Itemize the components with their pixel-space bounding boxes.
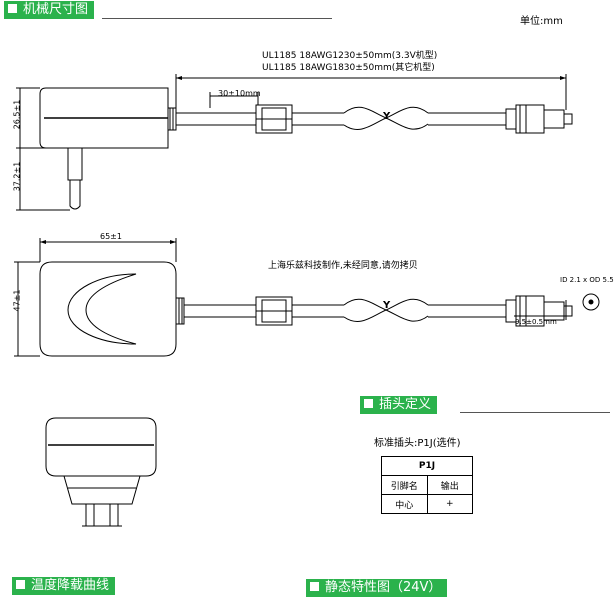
section-title: 静态特性图（24V） bbox=[325, 580, 442, 595]
section-title: 温度降载曲线 bbox=[31, 578, 110, 593]
pin-header-left: 引脚名 bbox=[381, 475, 428, 495]
cable-marker-top: Y bbox=[383, 111, 391, 122]
section-banner-plug-def: 插头定义 bbox=[360, 396, 438, 414]
square-bullet-icon bbox=[8, 4, 17, 13]
unit-label: 单位:mm bbox=[520, 16, 563, 27]
pin-table: P1J 引脚名 输出 中心 + bbox=[381, 456, 473, 514]
dim-plug-length: 9.5±0.5mm bbox=[515, 318, 557, 326]
plug-standard-label: 标准插头:P1J(选件) bbox=[374, 438, 461, 449]
section-banner-derating: 温度降载曲线 bbox=[12, 577, 116, 595]
pin-row-right: + bbox=[426, 494, 473, 514]
section-title: 插头定义 bbox=[379, 397, 432, 412]
cable-spec-1: UL1185 18AWG1230±50mm(3.3V机型) bbox=[262, 51, 438, 61]
square-bullet-icon bbox=[310, 582, 319, 591]
copyright-note: 上海乐兹科技制作,未经同意,请勿拷贝 bbox=[268, 261, 418, 271]
cable-marker-bottom: Y bbox=[383, 300, 391, 311]
plug-body-front bbox=[45, 417, 157, 477]
dim-strain-relief: 30±10mm bbox=[218, 89, 261, 98]
section-banner-dimensions: 机械尺寸图 bbox=[4, 1, 95, 19]
dim-width: 65±1 bbox=[100, 232, 122, 241]
pin-row-left: 中心 bbox=[381, 494, 428, 514]
dim-plug-id-od: ID 2.1 x OD 5.5 bbox=[560, 276, 614, 284]
square-bullet-icon bbox=[364, 399, 373, 408]
section-title: 机械尺寸图 bbox=[23, 2, 89, 17]
pin-table-title: P1J bbox=[381, 456, 473, 476]
square-bullet-icon bbox=[16, 580, 25, 589]
section-banner-static-curve: 静态特性图（24V） bbox=[306, 579, 448, 597]
divider bbox=[102, 18, 332, 19]
pin-header-right: 输出 bbox=[426, 475, 473, 495]
cable-spec-2: UL1185 18AWG1830±50mm(其它机型) bbox=[262, 63, 435, 73]
adapter-body-front bbox=[39, 261, 177, 357]
divider bbox=[460, 412, 610, 413]
